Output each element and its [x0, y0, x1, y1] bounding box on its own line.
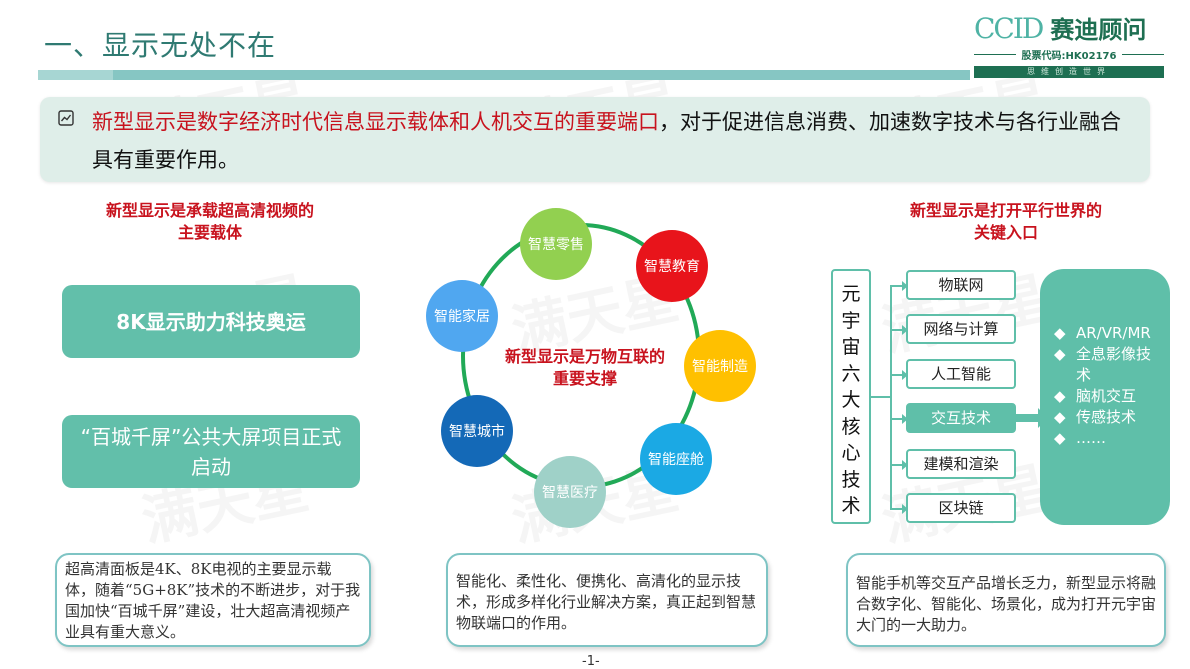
box-hundred-cities: “百城千屏”公共大屏项目正式启动	[62, 415, 360, 488]
interaction-tech-panel: ◆AR/VR/MR ◆全息影像技术 ◆脑机交互 ◆传感技术 ◆……	[1040, 269, 1170, 525]
stock-code: 股票代码:HK02176	[1021, 51, 1117, 62]
diamond-bullet-icon: ◆	[1054, 345, 1066, 363]
bubble-smart-healthcare: 智慧医疗	[534, 456, 606, 528]
bubble-smart-retail: 智慧零售	[520, 208, 592, 280]
arrow-icon	[890, 281, 908, 291]
diamond-bullet-icon: ◆	[1054, 408, 1066, 426]
box-8k-olympics: 8K显示助力科技奥运	[62, 285, 360, 358]
tech-ai: 人工智能	[906, 359, 1016, 389]
page-title: 一、显示无处不在	[44, 29, 277, 62]
bubble-smart-education: 智慧教育	[636, 230, 708, 302]
tech-iot: 物联网	[906, 270, 1016, 300]
arrow-icon	[890, 414, 908, 424]
ccid-logo: CCID 赛迪顾问 股票代码:HK02176 思维创造世界	[974, 10, 1165, 82]
arrow-icon	[890, 325, 908, 335]
bubble-smart-home: 智能家居	[426, 280, 498, 352]
bubble-smart-manufacturing: 智能制造	[684, 330, 756, 402]
right-heading: 新型显示是打开平行世界的关键入口	[909, 201, 1102, 242]
left-heading: 新型显示是承载超高清视频的主要载体	[105, 201, 314, 242]
logo-slogan: 思维创造世界	[974, 66, 1164, 78]
diamond-bullet-icon: ◆	[1054, 429, 1066, 447]
tech-network-computing: 网络与计算	[906, 314, 1016, 344]
tree-connector	[890, 285, 892, 509]
banner-rest: ，对于促进信息消费、加速数字技术与各行业融合具有重要作用。	[92, 110, 1121, 172]
title-underline	[38, 70, 970, 80]
key-message-banner: 新型显示是数字经济时代信息显示载体和人机交互的重要端口，对于促进信息消费、加速数…	[40, 97, 1150, 182]
left-note: 超高清面板是4K、8K电视的主要显示载体，随着“5G+8K”技术的不断进步，对于…	[55, 553, 371, 647]
arrow-icon	[890, 504, 908, 514]
trend-chart-icon	[58, 110, 74, 126]
tech-modeling-rendering: 建模和渲染	[906, 449, 1016, 479]
diamond-bullet-icon: ◆	[1054, 324, 1066, 342]
logo-brand-cn: 赛迪顾问	[1050, 15, 1147, 44]
middle-note: 智能化、柔性化、便携化、高清化的显示技术，形成多样化行业解决方案，真正起到智慧物…	[446, 553, 768, 647]
tech-blockchain: 区块链	[906, 493, 1016, 523]
bubble-smart-cockpit: 智能座舱	[640, 423, 712, 495]
logo-brand: CCID	[974, 12, 1044, 45]
right-arrow-icon	[1016, 408, 1048, 428]
center-message: 新型显示是万物互联的重要支撑	[504, 347, 665, 388]
diamond-bullet-icon: ◆	[1054, 387, 1066, 405]
metaverse-core-tech-label: 元宇宙六大核心技术	[831, 269, 871, 524]
arrow-icon	[890, 370, 908, 380]
banner-highlight: 新型显示是数字经济时代信息显示载体和人机交互的重要端口	[92, 110, 659, 134]
tree-connector	[871, 396, 891, 398]
page-number: -1-	[582, 654, 600, 669]
tech-interaction: 交互技术	[906, 403, 1016, 433]
right-note: 智能手机等交互产品增长乏力，新型显示将融合数字化、智能化、场景化，成为打开元宇宙…	[846, 553, 1166, 647]
arrow-icon	[890, 460, 908, 470]
bubble-smart-city: 智慧城市	[441, 395, 513, 467]
